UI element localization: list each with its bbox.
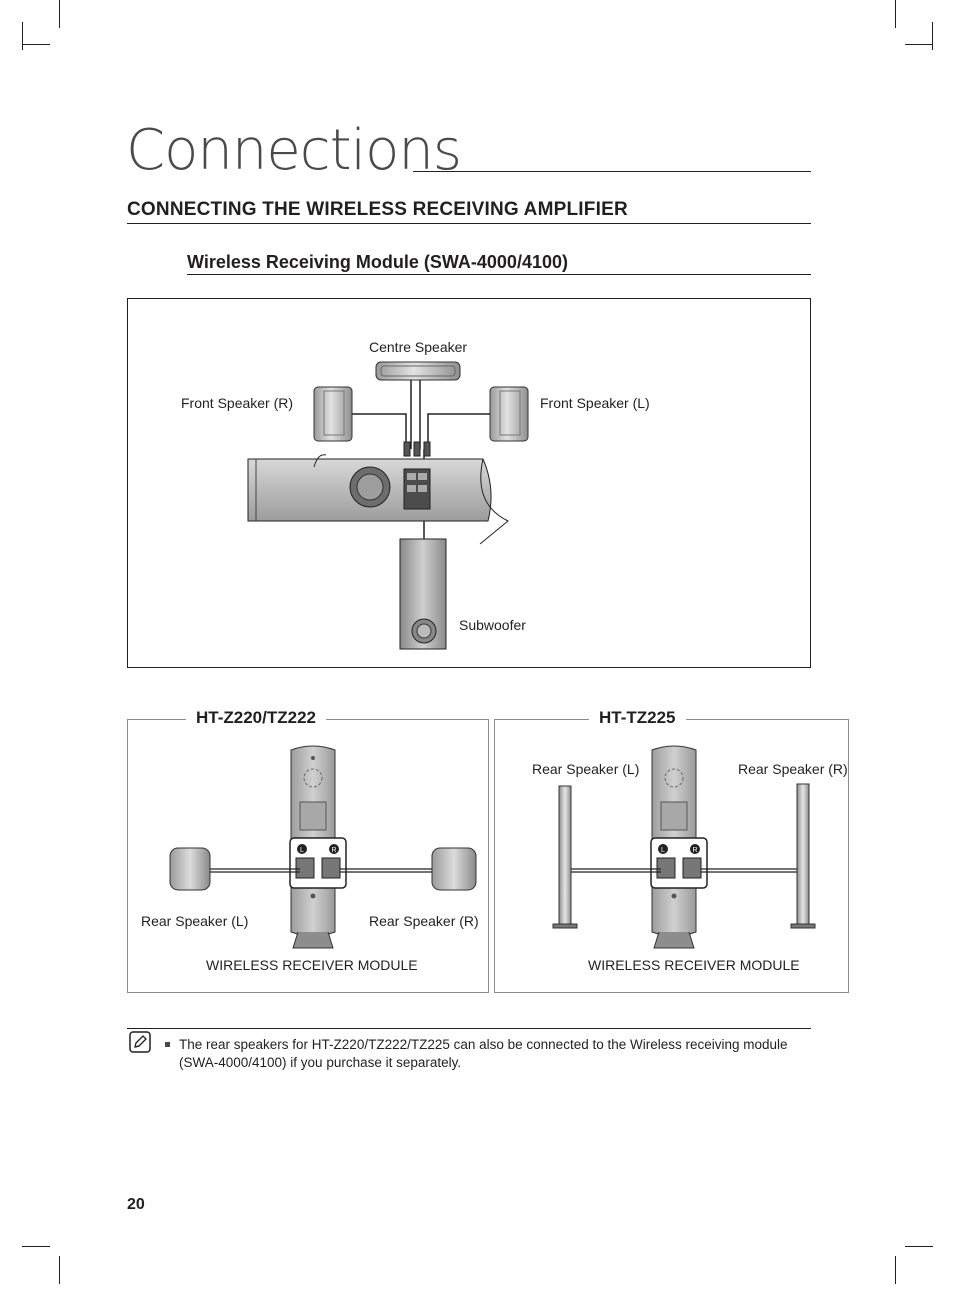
wireless-receiver-module-label: WIRELESS RECEIVER MODULE	[206, 957, 418, 973]
rear-right-speaker-icon	[431, 847, 477, 891]
speaker-terminals	[656, 857, 702, 879]
front-right-speaker-icon	[313, 386, 353, 442]
sub-rule	[187, 274, 811, 275]
note-text: The rear speakers for HT-Z220/TZ222/TZ22…	[179, 1037, 788, 1070]
note-pencil-icon	[129, 1031, 151, 1053]
section-rule	[127, 223, 811, 224]
rear-right-tall-speaker-icon	[790, 783, 816, 929]
left-panel-illustration: L R	[169, 745, 477, 949]
terminal-r-badge: R	[329, 844, 339, 854]
main-connection-diagram: Centre Speaker Front Speaker (R) Front S…	[127, 298, 811, 668]
front-right-speaker-label: Front Speaker (R)	[181, 395, 294, 411]
terminal-l-text: L	[300, 847, 304, 854]
rear-right-speaker-label: Rear Speaker (R)	[369, 913, 479, 929]
front-left-speaker-label: Front Speaker (L)	[540, 395, 650, 411]
page-number: 20	[127, 1196, 145, 1213]
connector-plugs	[403, 441, 431, 457]
terminal-l-badge: L	[297, 844, 307, 854]
terminal-l-text: L	[661, 847, 665, 854]
panel-title: HT-TZ225	[589, 708, 686, 728]
title-rule	[413, 171, 811, 172]
centre-speaker-icon	[375, 361, 461, 381]
panel-ht-z220: HT-Z220/TZ222	[127, 708, 489, 993]
rear-speaker-wires	[571, 868, 797, 873]
subwoofer-label: Subwoofer	[459, 617, 526, 633]
terminal-r-text: R	[331, 847, 336, 854]
rear-left-tall-speaker-icon	[552, 785, 578, 929]
right-panel-illustration: L R	[552, 745, 816, 949]
note-rule	[127, 1028, 811, 1029]
main-unit-icon	[247, 454, 509, 545]
rear-left-speaker-label: Rear Speaker (L)	[532, 761, 640, 777]
centre-speaker-label: Centre Speaker	[369, 339, 468, 355]
sub-heading: Wireless Receiving Module (SWA-4000/4100…	[187, 252, 568, 272]
section-heading: CONNECTING THE WIRELESS RECEIVING AMPLIF…	[127, 199, 628, 220]
panel-title: HT-Z220/TZ222	[186, 708, 326, 728]
rear-right-speaker-label: Rear Speaker (R)	[738, 761, 848, 777]
main-diagram-illustration	[247, 361, 529, 650]
rear-left-speaker-label: Rear Speaker (L)	[141, 913, 249, 929]
front-left-speaker-icon	[489, 386, 529, 442]
terminal-r-text: R	[692, 847, 697, 854]
terminal-l-badge: L	[658, 844, 668, 854]
page-title: Connections	[126, 118, 462, 183]
note-bullet	[165, 1042, 170, 1047]
subwoofer-icon	[399, 538, 447, 650]
wireless-receiver-module-label: WIRELESS RECEIVER MODULE	[588, 957, 800, 973]
speaker-terminals	[295, 857, 341, 879]
terminal-r-badge: R	[690, 844, 700, 854]
rear-speaker-wires	[210, 868, 432, 873]
panel-ht-tz225: HT-TZ225 L	[494, 708, 849, 993]
rear-left-speaker-icon	[169, 847, 211, 891]
